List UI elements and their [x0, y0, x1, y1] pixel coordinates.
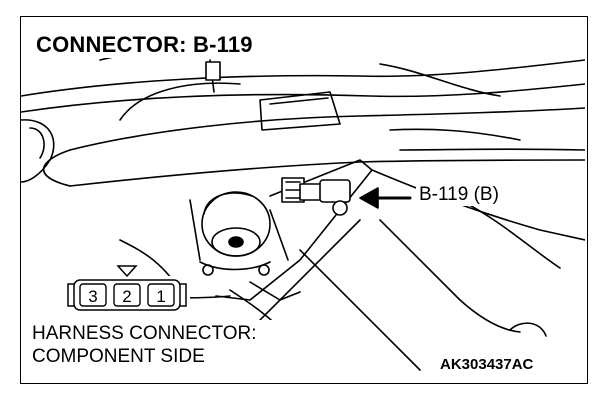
terminal-2: 2	[122, 287, 131, 306]
callout-label: B-119 (B)	[416, 184, 502, 206]
lock-triangle	[116, 265, 138, 278]
wire-2	[119, 82, 241, 121]
left-mount	[21, 119, 55, 183]
terminal-3: 3	[88, 287, 97, 306]
harness-connector-symbol: 3 2 1	[62, 265, 190, 314]
clip-part	[205, 61, 221, 81]
caption: HARNESS CONNECTOR: COMPONENT SIDE	[32, 322, 257, 368]
callout-arrow-head	[359, 187, 379, 209]
bracket-diagonal	[249, 219, 361, 331]
beam-left-curve	[42, 149, 71, 187]
sensor-connector	[281, 177, 351, 216]
right-rib	[379, 63, 501, 97]
main-beam-bottom	[69, 159, 585, 187]
caption-line-2: COMPONENT SIDE	[32, 346, 205, 367]
terminal-1: 1	[156, 287, 165, 306]
caption-background	[26, 320, 336, 372]
diagram-title: CONNECTOR: B-119	[30, 32, 259, 58]
main-beam-top	[69, 107, 585, 151]
upper-pipe	[21, 59, 585, 97]
figure-code: AK303437AC	[438, 356, 536, 373]
caption-line-1: HARNESS CONNECTOR:	[32, 323, 257, 344]
upper-pipe-lower-edge	[21, 83, 585, 113]
upper-housing	[259, 91, 341, 131]
